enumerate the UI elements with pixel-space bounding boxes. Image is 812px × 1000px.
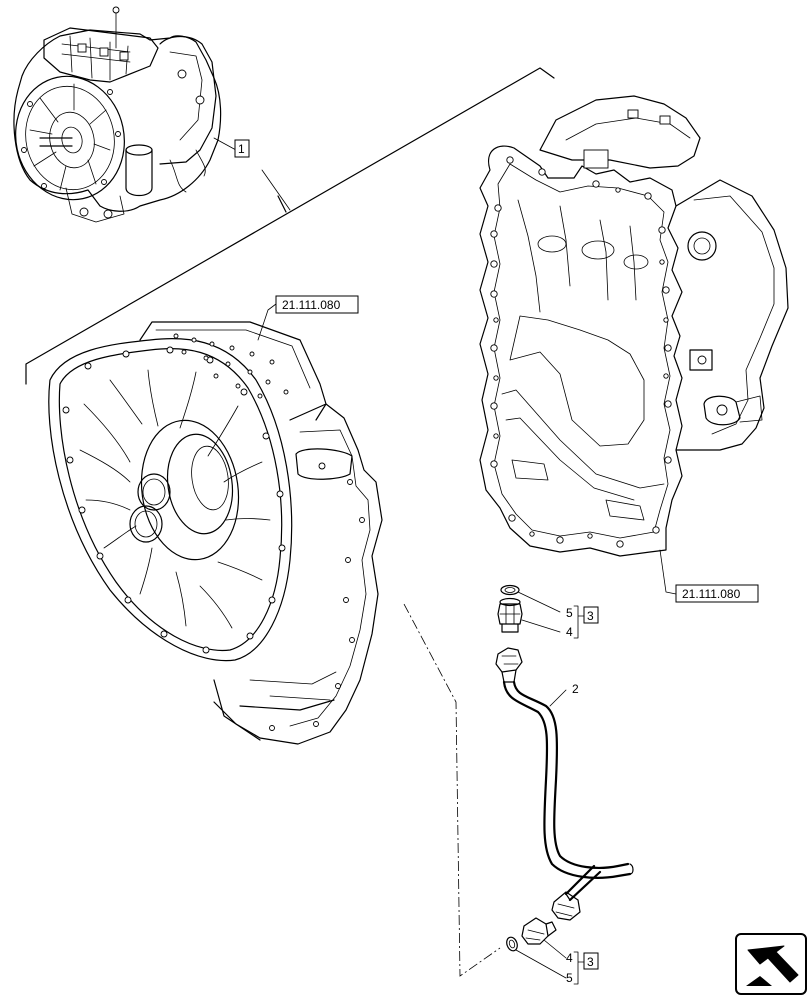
callout-adapter-bottom: 4 [566,951,573,965]
group-bracket [25,67,555,385]
kit-bottom-box [583,952,599,970]
callout-assembly-item: 1 [238,142,245,156]
transmission-assembly-thumbnail [13,6,222,223]
pipe-nut-bottom [551,891,581,921]
seal-bottom [506,936,518,952]
callout-adapter-top: 4 [566,625,573,639]
housing-ref-left: 21.111.080 [282,298,341,312]
pipe-nut-top [495,647,523,683]
housing-ref-right-box [675,584,759,603]
callout-kit-bottom: 3 [587,955,594,969]
kit-bottom-brace [573,951,585,985]
adapter-top-leader [521,619,561,633]
housing-ref-right: 21.111.080 [682,587,741,601]
rear-housing [479,95,789,557]
right-housing-leader [659,549,677,595]
seal-top-leader [517,591,561,613]
kit-top-box [583,606,599,624]
callout-kit-top: 3 [587,609,594,623]
callout-seal-top: 5 [566,606,573,620]
left-housing-leader [257,303,277,341]
direction-arrow-icon[interactable] [735,933,807,995]
pipe [502,680,634,902]
assembly-item-box [234,139,250,158]
pipe-leader [549,689,567,707]
kit-top-brace [573,605,585,639]
adapter-bottom-leader [543,939,567,959]
callout-seal-bottom: 5 [566,971,573,985]
adapter-top [497,597,523,633]
callout-pipe: 2 [572,682,579,696]
adapter-bottom [521,917,557,945]
assembly-leader [213,137,291,211]
seal-bottom-leader [515,949,567,979]
assembly-center-line [403,603,501,977]
seal-top [500,584,520,596]
housing-ref-left-box [275,295,359,314]
front-housing [48,321,383,745]
